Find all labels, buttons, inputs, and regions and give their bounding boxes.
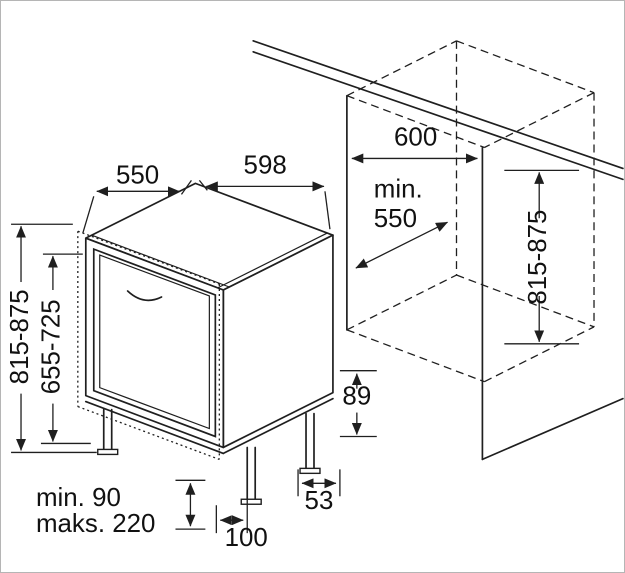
furniture-panel-dotted-outline xyxy=(77,230,220,461)
extension-line xyxy=(324,191,331,230)
dim-label-side-foot-offset: 53 xyxy=(305,487,334,515)
dim-label-niche-depth-min: min. xyxy=(374,175,423,203)
dim-label-niche-height: 815-875 xyxy=(524,210,552,305)
niche-edge xyxy=(484,326,595,383)
dim-plinth-clearance: min. 90 maks. 220 xyxy=(36,479,206,538)
dim-niche-width: 600 xyxy=(351,123,478,164)
foot-pad xyxy=(299,467,321,475)
countertop-bottom-edge xyxy=(252,50,624,181)
base-front-rim xyxy=(84,400,225,455)
foot-pad xyxy=(240,498,262,505)
countertop-lines xyxy=(252,40,624,181)
extension-line xyxy=(180,179,192,195)
dishwasher-drawing xyxy=(84,182,334,505)
panel-edge xyxy=(77,230,220,285)
foot-left xyxy=(97,408,119,456)
top-rim-line xyxy=(91,234,230,288)
niche-edge xyxy=(456,274,595,328)
dim-label-niche-width: 600 xyxy=(394,123,437,151)
dim-depth-top: 550 xyxy=(82,161,192,234)
dim-label-front-foot-offset: 100 xyxy=(225,524,268,552)
foot-stem xyxy=(305,412,315,470)
cabinet-solid-edges xyxy=(346,94,624,461)
dim-label-depth-top: 550 xyxy=(116,161,159,189)
dim-label-base-height: 89 xyxy=(342,383,371,411)
dim-appliance-height: 815-875 xyxy=(6,223,97,454)
niche-edge xyxy=(346,95,485,149)
panel-edge xyxy=(77,405,220,461)
dimension-annotations: 550 598 600 min. 550 815-875 xyxy=(6,123,580,552)
dim-label-width-top: 598 xyxy=(244,151,287,179)
foot-stem xyxy=(246,446,257,501)
top-rim-line xyxy=(217,232,328,289)
dim-front-panel-height: 655-725 xyxy=(38,253,91,445)
dim-label-plinth-max: maks. 220 xyxy=(36,510,155,538)
dim-label-appliance-height: 815-875 xyxy=(6,289,34,384)
floor-edge xyxy=(481,397,624,461)
niche-edge xyxy=(346,329,485,383)
extension-line xyxy=(82,196,95,234)
dim-base-height: 89 xyxy=(339,370,377,438)
dim-front-foot-offset: 100 xyxy=(215,499,268,552)
dim-label-front-panel-height: 655-725 xyxy=(38,299,66,394)
dim-line xyxy=(355,221,448,269)
niche-edge xyxy=(346,274,457,331)
dim-width-top: 598 xyxy=(198,151,331,230)
niche-edge xyxy=(484,92,595,149)
dim-niche-height: 815-875 xyxy=(504,169,580,345)
foot-pad xyxy=(97,448,119,456)
countertop-top-edge xyxy=(252,40,624,170)
dim-label-plinth-min: min. 90 xyxy=(36,484,121,512)
door-inner-outline xyxy=(99,254,210,430)
door-handle-arc xyxy=(126,290,163,302)
niche-edge xyxy=(346,40,457,97)
foot-stem xyxy=(102,408,113,451)
niche-edge xyxy=(456,40,595,94)
foot-front xyxy=(240,446,262,505)
dim-niche-depth: min. 550 xyxy=(355,175,448,269)
foot-side xyxy=(299,412,321,475)
dim-side-foot-offset: 53 xyxy=(297,469,341,515)
base-side-rim xyxy=(222,397,334,455)
dim-label-niche-depth-value: 550 xyxy=(374,205,417,233)
door-outer-outline xyxy=(92,247,217,438)
